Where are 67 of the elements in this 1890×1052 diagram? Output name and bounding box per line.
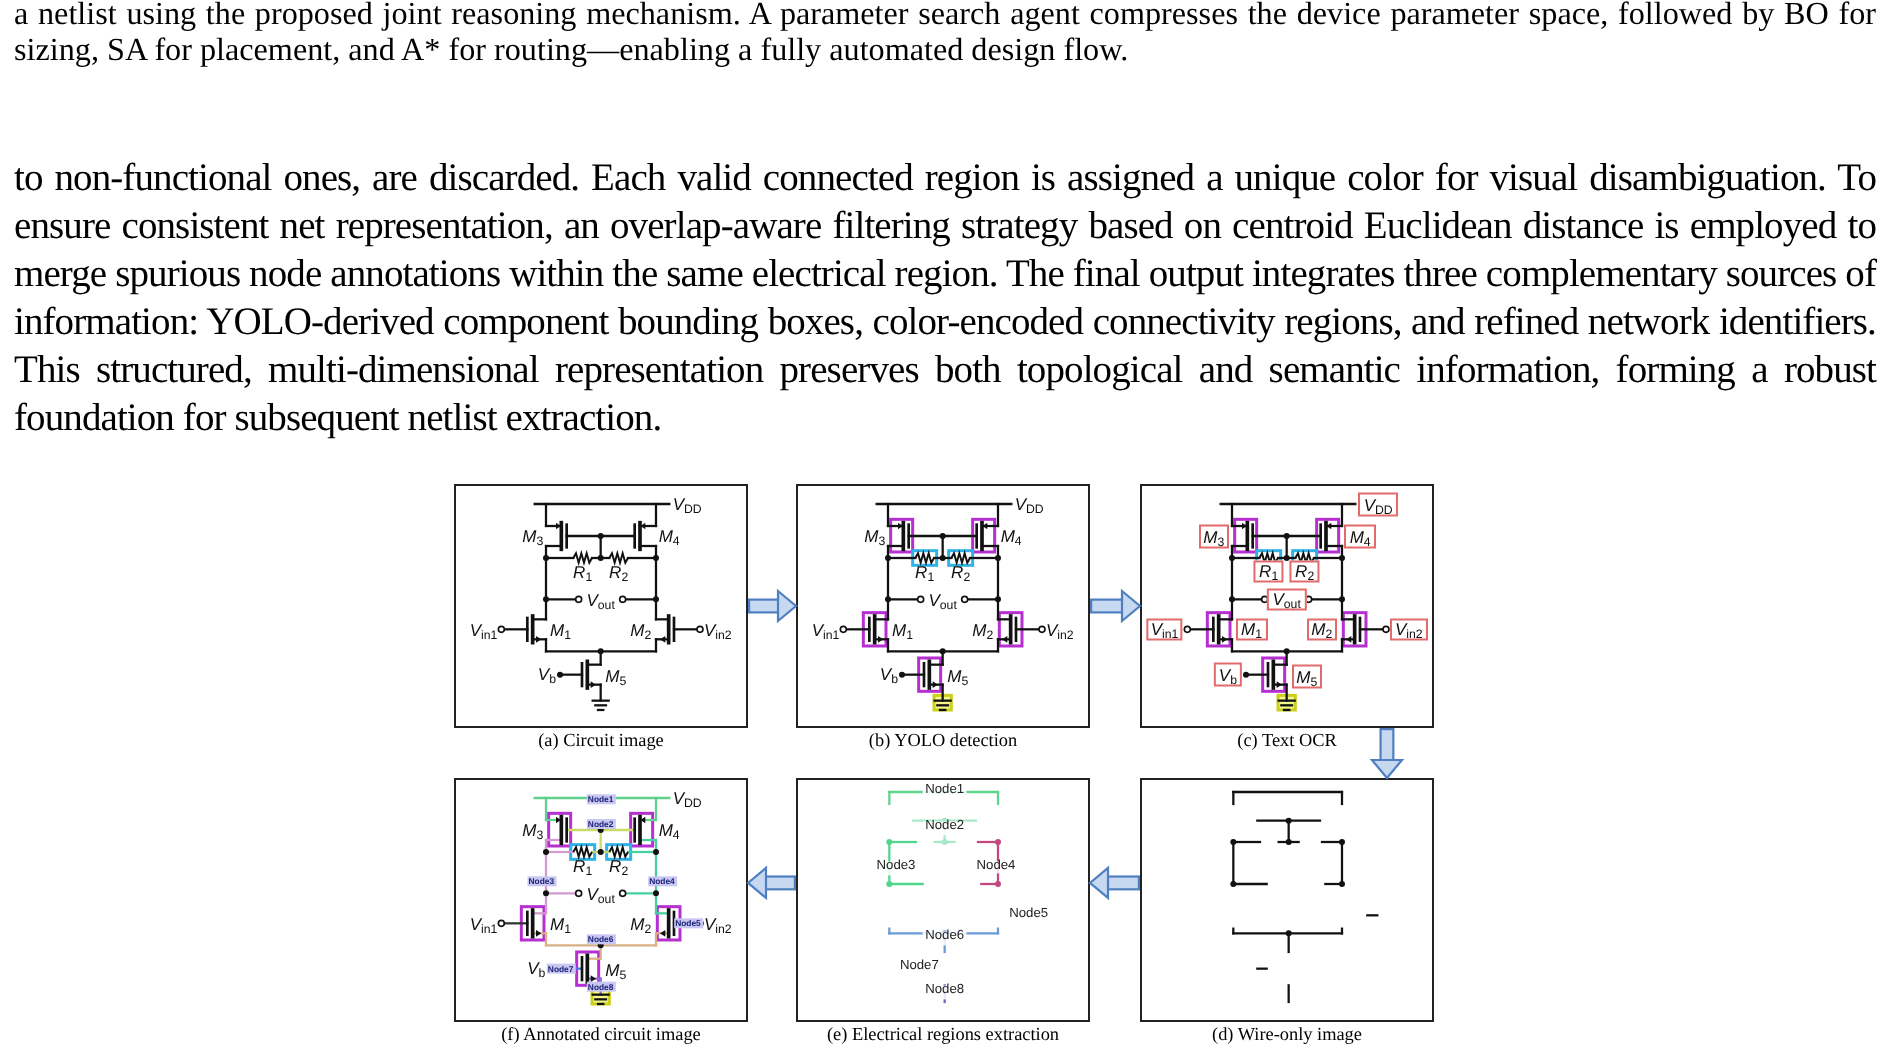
bias-label: V$_{b}$ — [537, 666, 556, 684]
transistor-label: M$_{1}$ — [550, 914, 571, 932]
panel-caption: (a) Circuit image — [538, 732, 664, 751]
transistor-label: M$_{4}$ — [658, 821, 680, 839]
image-panel — [796, 778, 1090, 1022]
supply-label: V$_{DD}$ — [672, 789, 702, 807]
block-arrow — [748, 588, 798, 624]
panel-caption: (c) Text OCR — [1237, 732, 1337, 751]
panel-caption: (b) YOLO detection — [868, 732, 1018, 751]
transistor-label: M$_{3}$ — [522, 527, 544, 545]
transistor-label: M$_{2}$ — [972, 620, 994, 638]
resistor-label: R$_{1}$ — [573, 562, 593, 580]
resistor-label: R$_{2}$ — [609, 562, 629, 580]
ocr-detected-label: M$_{5}$ — [1291, 665, 1323, 689]
resistor-label: R$_{2}$ — [951, 562, 971, 580]
resistor-label: R$_{1}$ — [915, 562, 935, 580]
transistor-label: M$_{5}$ — [605, 962, 627, 980]
transistor-label: M$_{4}$ — [658, 527, 680, 545]
image-panel — [1140, 484, 1434, 728]
ocr-detected-label: R$_{1}$ — [1254, 559, 1284, 583]
output-label: V$_{out}$ — [586, 590, 615, 608]
image-panel — [454, 484, 748, 728]
block-arrow — [1090, 588, 1142, 624]
transistor-label: M$_{5}$ — [605, 668, 627, 686]
transistor-label: M$_{2}$ — [630, 620, 652, 638]
panel-caption: (e) Electrical regions extraction — [826, 1026, 1060, 1045]
bias-label: V$_{b}$ — [527, 960, 546, 978]
supply-label: V$_{DD}$ — [1014, 495, 1044, 513]
resistor-label: R$_{1}$ — [573, 856, 593, 874]
panel-caption: (d) Wire-only image — [1212, 1026, 1362, 1045]
transistor-label: M$_{4}$ — [1000, 527, 1022, 545]
resistor-label: R$_{2}$ — [609, 856, 629, 874]
input-label: V$_{in2}$ — [704, 620, 732, 638]
ocr-detected-label: V$_{b}$ — [1213, 663, 1242, 687]
output-label: V$_{out}$ — [586, 884, 615, 902]
supply-label: V$_{DD}$ — [672, 495, 702, 513]
image-panel — [454, 778, 748, 1022]
input-label: V$_{in1}$ — [811, 620, 840, 638]
transistor-label: M$_{1}$ — [892, 620, 913, 638]
input-label: V$_{in2}$ — [704, 914, 732, 932]
bias-label: V$_{b}$ — [879, 666, 898, 684]
input-label: V$_{in1}$ — [469, 914, 498, 932]
block-arrow — [1088, 865, 1140, 901]
panel-caption: (f) Annotated circuit image — [501, 1026, 701, 1045]
block-arrow — [746, 865, 796, 901]
output-label: V$_{out}$ — [928, 590, 957, 608]
transistor-label: M$_{3}$ — [864, 527, 886, 545]
figure-caption-text: a netlist using the proposed joint reasoning mechanism. A parameter search agent compresses the device parameter space, followed by BO for sizing, SA for placement, and A* for routing—enabling a fully automated design flow. — [14, 0, 1876, 70]
block-arrow — [1369, 728, 1405, 780]
body-paragraph: to non-functional ones, are discarded. Each valid connected region is assigned a unique color for visual disambiguation. To ensure consistent net representation, an overlap-aware filtering strategy based on centroid Euclidean distance is employed to merge spurious node annotations within the same electrical region. The final output integrates three complementary sources of information: YOLO-derived component bounding boxes, color-encoded connectivity regions, and refined network identifiers. This structured, multi-dimensional representation preserves both topological and semantic information, forming a robust foundation for subsequent netlist extraction. — [14, 156, 1876, 444]
ocr-detected-label: V$_{DD}$ — [1358, 492, 1398, 516]
transistor-label: M$_{2}$ — [630, 914, 652, 932]
ocr-detected-label: V$_{out}$ — [1267, 587, 1306, 611]
ocr-detected-label: M$_{4}$ — [1344, 524, 1376, 548]
ocr-detected-label: M$_{1}$ — [1236, 617, 1267, 641]
ocr-detected-label: V$_{in2}$ — [1390, 617, 1428, 641]
ocr-detected-label: R$_{2}$ — [1290, 559, 1320, 583]
input-label: V$_{in1}$ — [469, 620, 498, 638]
image-panel — [1140, 778, 1434, 1022]
transistor-label: M$_{5}$ — [947, 668, 969, 686]
ocr-detected-label: M$_{3}$ — [1198, 524, 1230, 548]
transistor-label: M$_{1}$ — [550, 620, 571, 638]
image-panel — [796, 484, 1090, 728]
ocr-detected-label: V$_{in1}$ — [1145, 617, 1184, 641]
ocr-detected-label: M$_{2}$ — [1306, 617, 1338, 641]
input-label: V$_{in2}$ — [1046, 620, 1074, 638]
transistor-label: M$_{3}$ — [522, 821, 544, 839]
